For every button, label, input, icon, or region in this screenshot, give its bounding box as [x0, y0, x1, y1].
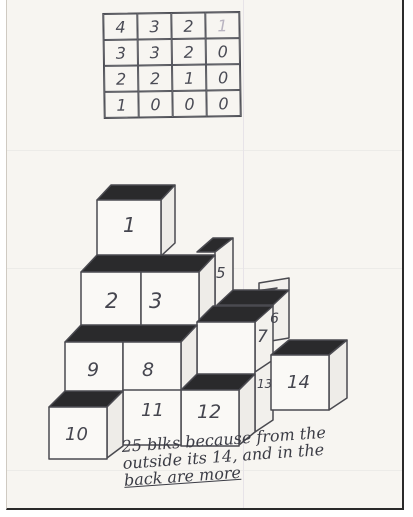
cube-label: 3: [149, 289, 162, 313]
cube-label: 13: [257, 377, 272, 391]
cube-label: 11: [141, 400, 164, 421]
cube-label: 5: [216, 264, 226, 282]
cube-top: [65, 325, 197, 342]
cube-top: [81, 255, 215, 272]
cube-label: 2: [105, 289, 118, 313]
cube-label: 14: [287, 372, 310, 393]
cube-label: 12: [197, 401, 221, 423]
cube-front: [197, 322, 255, 382]
cube-label: 10: [65, 424, 88, 445]
cube-label: 6: [270, 311, 279, 327]
cube-label: 8: [142, 359, 154, 381]
worksheet-page: 4 3 2 1 3 3 2 0 2 2 1 0 1 0 0 0: [6, 0, 404, 510]
cube-label: 7: [257, 327, 268, 347]
cube-label: 9: [87, 359, 99, 381]
cube-label: 1: [123, 213, 136, 237]
